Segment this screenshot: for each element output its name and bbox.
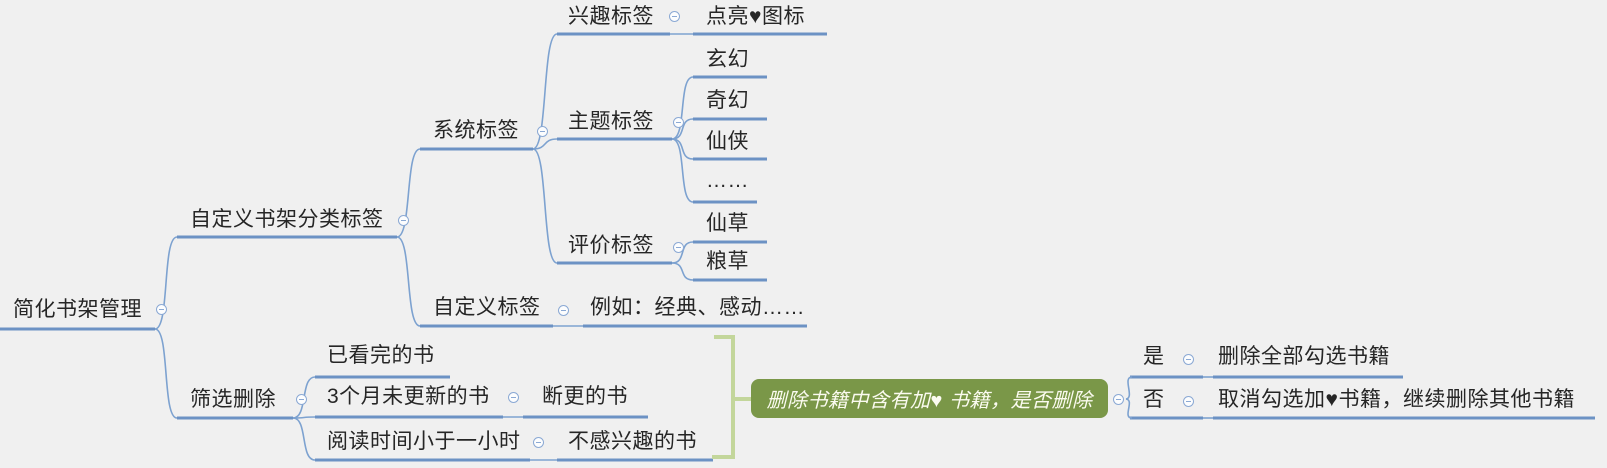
node-theme-item-2[interactable]: 奇幻: [706, 89, 749, 112]
node-no-child[interactable]: 取消勾选加♥书籍，继续删除其他书籍: [1218, 388, 1575, 411]
collapse-icon-no[interactable]: [1183, 396, 1194, 407]
collapse-icon-read-less[interactable]: [533, 437, 544, 448]
node-no[interactable]: 否: [1143, 388, 1165, 411]
connector-system-theme: [532, 138, 558, 150]
collapse-icon-yes[interactable]: [1183, 354, 1194, 365]
connector-custom-shelf-system-tags: [396, 148, 421, 238]
node-yes[interactable]: 是: [1143, 345, 1165, 368]
connector-system-interest: [532, 33, 558, 150]
node-rating-item-2[interactable]: 粮草: [706, 250, 749, 273]
collapse-icon-interest-tag[interactable]: [669, 11, 680, 22]
node-theme-item-4[interactable]: ……: [706, 169, 749, 192]
connector-theme-item-1: [671, 76, 694, 140]
topic-underlines: [0, 32, 1595, 462]
callout-label: 删除书籍中含有加♥ 书籍，是否删除: [766, 390, 1093, 412]
node-interest-child[interactable]: 点亮♥图标: [706, 5, 805, 28]
node-theme-item-3[interactable]: 仙侠: [706, 130, 749, 153]
node-custom-tag-example[interactable]: 例如：经典、感动……: [590, 296, 805, 319]
node-filter-delete[interactable]: 筛选删除: [190, 388, 276, 411]
summary-bracket: [712, 335, 753, 459]
node-not-interested[interactable]: 不感兴趣的书: [568, 430, 697, 453]
connector-theme-item-3: [671, 138, 694, 160]
node-system-tags[interactable]: 系统标签: [433, 119, 519, 142]
node-interest-tag[interactable]: 兴趣标签: [568, 5, 654, 28]
node-custom-tag[interactable]: 自定义标签: [433, 296, 541, 319]
connector-custom-shelf-custom-tag: [396, 236, 421, 327]
connector-theme-item-4: [671, 138, 694, 203]
callout-node[interactable]: 删除书籍中含有加♥ 书籍，是否删除: [751, 379, 1108, 418]
connector-filter-read-less: [292, 417, 316, 461]
connector-theme-item-2: [671, 118, 694, 140]
collapse-icon-custom-tag[interactable]: [558, 305, 569, 316]
collapse-icon-filter-delete[interactable]: [296, 394, 307, 405]
node-yes-child[interactable]: 删除全部勾选书籍: [1218, 345, 1390, 368]
node-not-updated[interactable]: 3个月未更新的书: [327, 385, 490, 408]
node-root[interactable]: 简化书架管理: [13, 298, 142, 321]
node-discontinued[interactable]: 断更的书: [542, 385, 628, 408]
connector-system-rating: [532, 148, 558, 264]
node-rating-item-1[interactable]: 仙草: [706, 212, 749, 235]
node-rating-tag[interactable]: 评价标签: [568, 234, 654, 257]
node-custom-shelf[interactable]: 自定义书架分类标签: [190, 208, 384, 231]
connector-callout-no: [1125, 398, 1133, 419]
connector-rating-item-1: [671, 241, 694, 264]
node-theme-item-1[interactable]: 玄幻: [706, 48, 749, 71]
collapse-icon-theme-tag[interactable]: [673, 117, 684, 128]
collapse-icon-root[interactable]: [156, 304, 167, 315]
collapse-icon-callout[interactable]: [1113, 394, 1124, 405]
node-theme-tag[interactable]: 主题标签: [568, 110, 654, 133]
connector-root-filter-delete: [154, 328, 178, 419]
connector-rating-item-2: [671, 262, 694, 281]
node-finished-books[interactable]: 已看完的书: [327, 344, 435, 367]
collapse-icon-not-updated[interactable]: [508, 392, 519, 403]
connector-callout-yes: [1125, 376, 1133, 400]
connector-root-custom-shelf: [154, 236, 178, 330]
collapse-icon-custom-shelf[interactable]: [398, 215, 409, 226]
collapse-icon-rating-tag[interactable]: [673, 242, 684, 253]
node-read-less-hour[interactable]: 阅读时间小于一小时: [327, 430, 521, 453]
branch-connectors: [154, 33, 1213, 461]
collapse-icon-system-tags[interactable]: [537, 126, 548, 137]
